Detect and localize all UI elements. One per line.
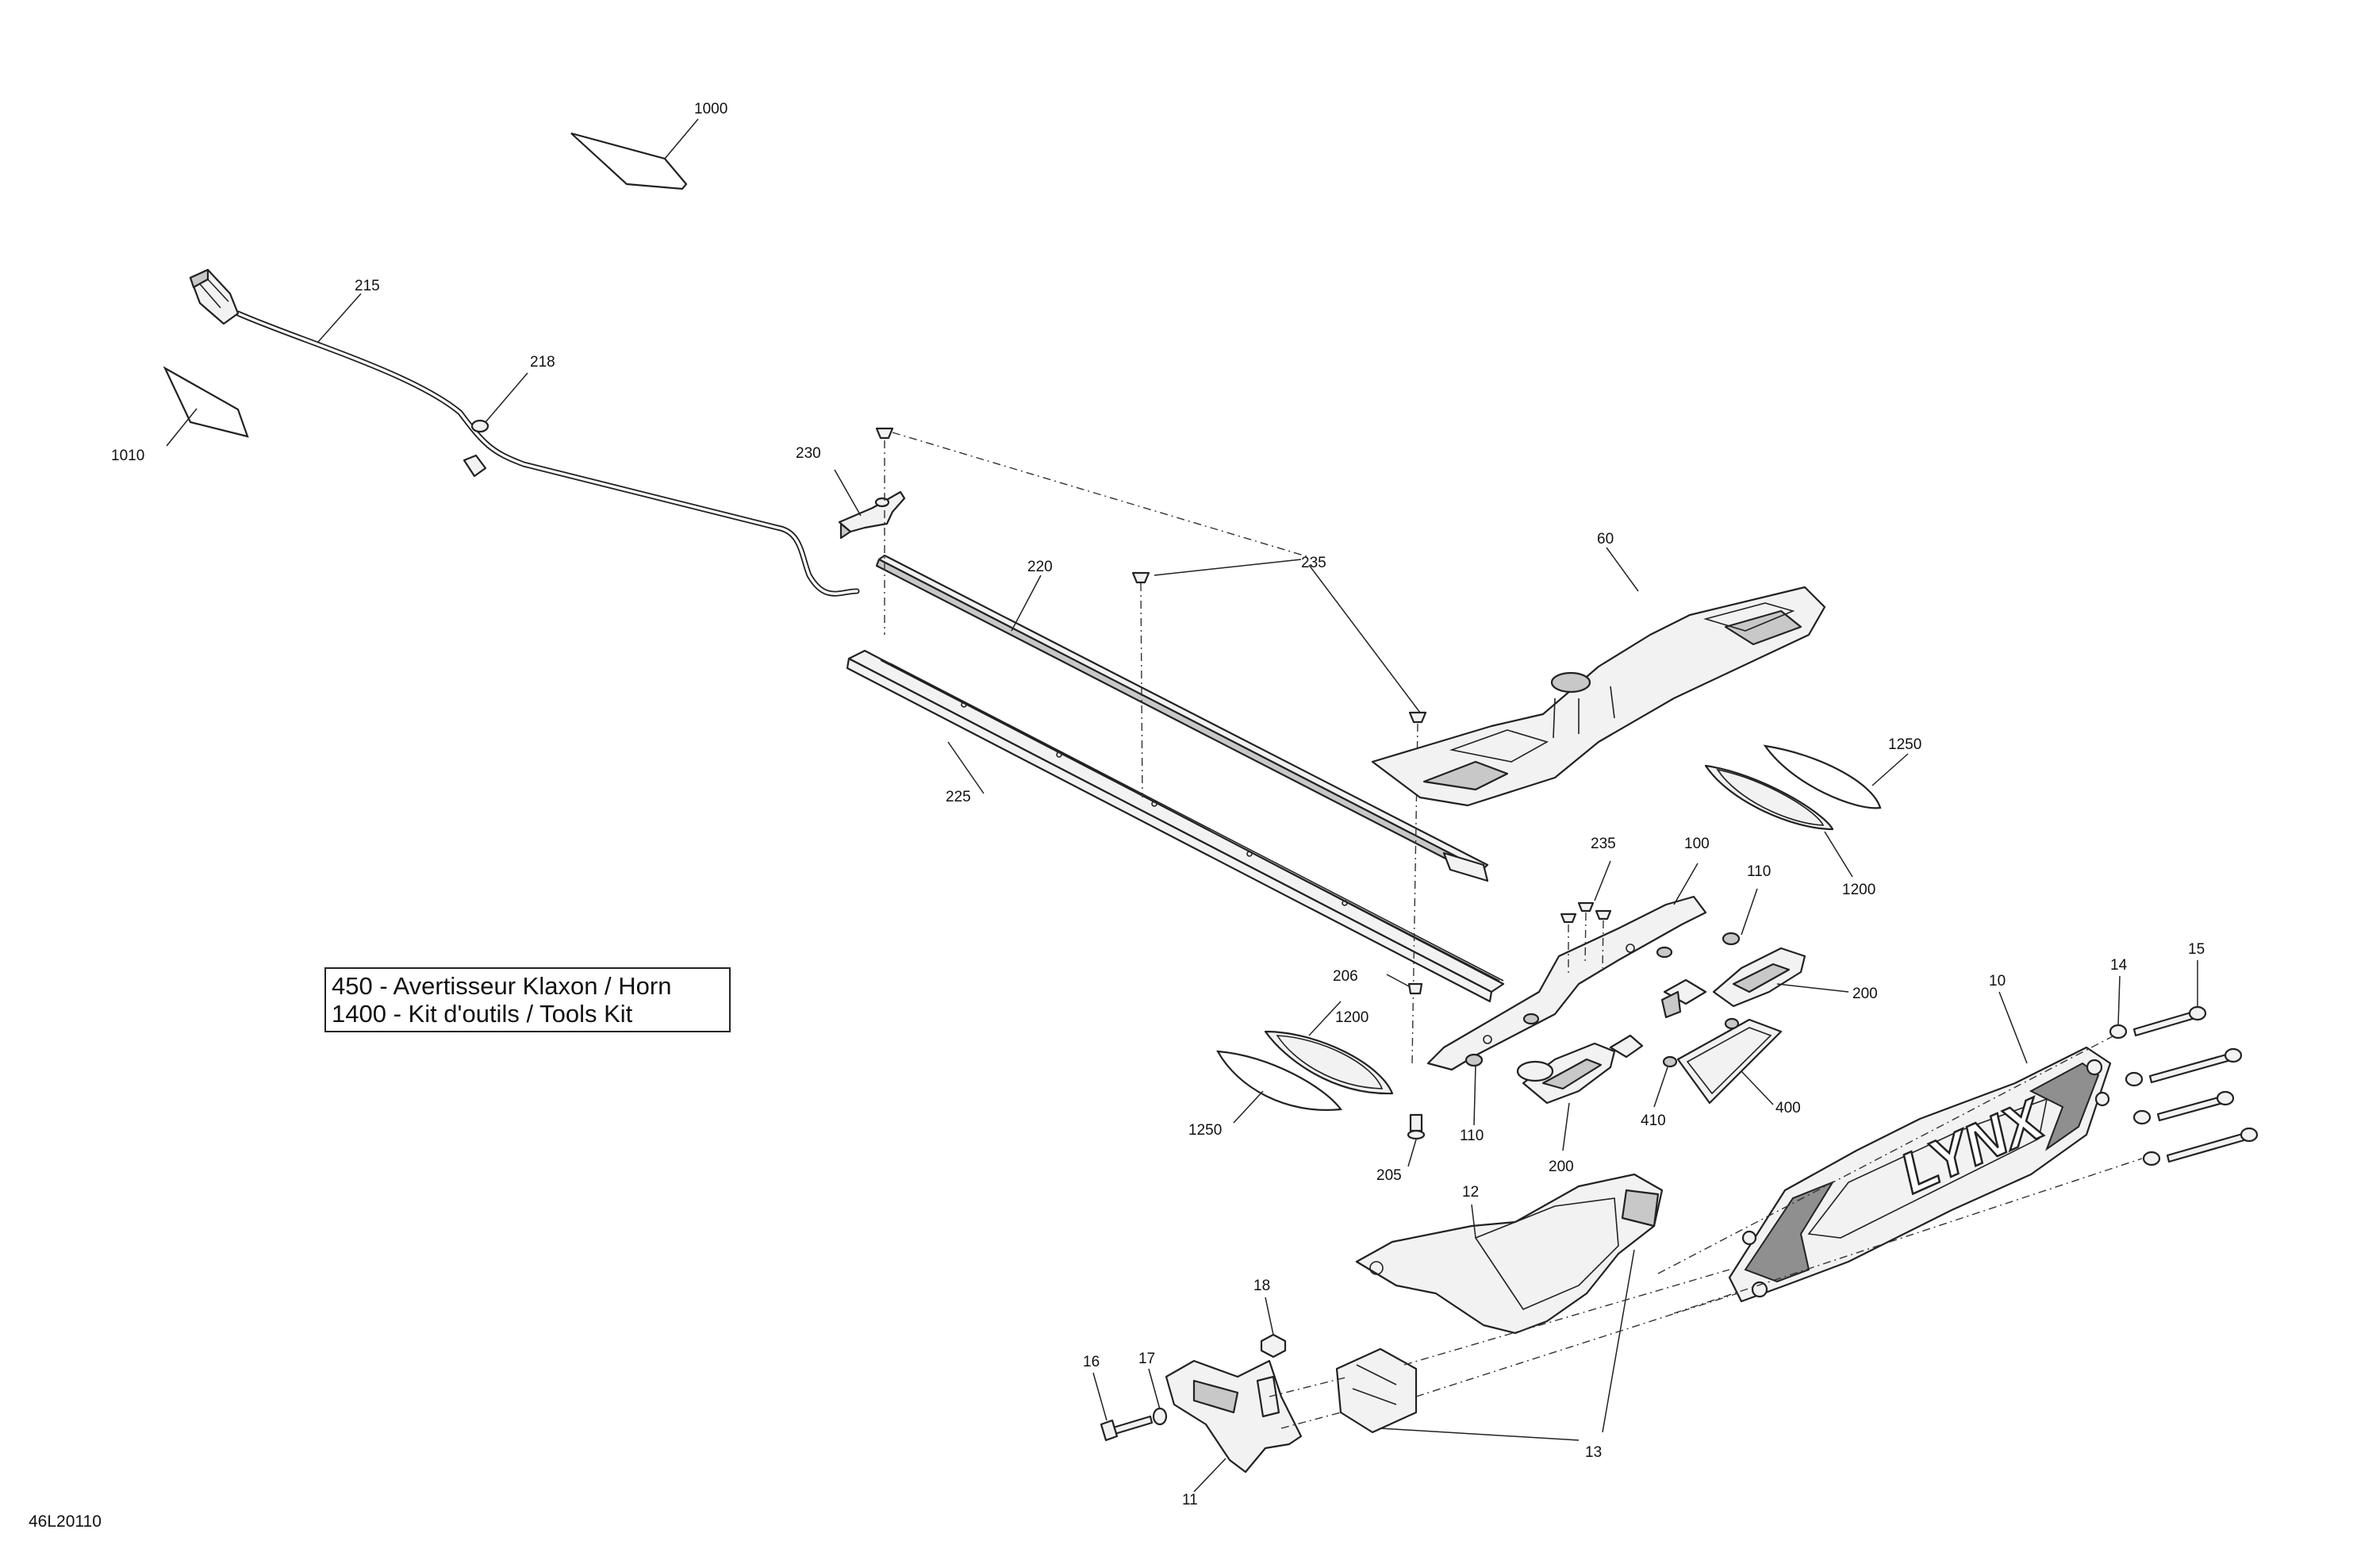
callout-16[interactable]: 16: [1083, 1354, 1100, 1370]
callout-1250-left[interactable]: 1250: [1188, 1122, 1222, 1139]
bolt-205[interactable]: [1407, 1113, 1426, 1167]
clip-218[interactable]: [463, 372, 528, 478]
decal-1000[interactable]: [570, 118, 699, 190]
callout-17[interactable]: 17: [1138, 1351, 1155, 1367]
callout-400[interactable]: 400: [1775, 1100, 1801, 1116]
gasket-1200-right[interactable]: [1704, 764, 1853, 878]
harness-connector-icon: [189, 268, 240, 325]
callout-218[interactable]: 218: [530, 354, 555, 371]
legend-line-tools-kit: 1400 - Kit d'outils / Tools Kit: [332, 1000, 633, 1028]
callout-110-left[interactable]: 110: [1460, 1128, 1484, 1144]
legend-box: 450 - Avertisseur Klaxon / Horn 1400 - K…: [324, 967, 731, 1032]
grommet-410[interactable]: [1653, 1017, 1740, 1108]
spacer-13[interactable]: [1335, 1249, 1738, 1441]
callout-206[interactable]: 206: [1333, 968, 1358, 985]
callout-15[interactable]: 15: [2188, 941, 2205, 958]
lens-1250-left[interactable]: [1216, 1050, 1343, 1124]
callout-11[interactable]: 11: [1182, 1492, 1198, 1508]
callout-410[interactable]: 410: [1641, 1113, 1666, 1129]
side-cover-10[interactable]: LYNX: [1728, 991, 2112, 1303]
callout-1010[interactable]: 1010: [111, 448, 144, 464]
callout-205[interactable]: 205: [1376, 1167, 1402, 1184]
nut-206[interactable]: [1386, 974, 1423, 995]
decal-1010[interactable]: [163, 366, 249, 447]
mount-11[interactable]: [1165, 1359, 1349, 1493]
washer-17[interactable]: [1148, 1368, 1168, 1426]
callout-1000[interactable]: 1000: [694, 101, 727, 117]
washer-14[interactable]: [2109, 975, 2161, 1166]
callout-235-lower[interactable]: 235: [1591, 836, 1616, 852]
callout-235-upper[interactable]: 235: [1301, 555, 1326, 571]
callout-220[interactable]: 220: [1027, 559, 1053, 575]
callout-230[interactable]: 230: [796, 445, 821, 462]
gasket-1200-left[interactable]: [1264, 1001, 1394, 1095]
callout-1250-right[interactable]: 1250: [1888, 736, 1921, 753]
callout-1200-right[interactable]: 1200: [1842, 882, 1875, 898]
callout-13[interactable]: 13: [1585, 1444, 1602, 1461]
reflector-400[interactable]: [1676, 1018, 1783, 1105]
legend-line-horn: 450 - Avertisseur Klaxon / Horn: [332, 972, 671, 1000]
callout-14[interactable]: 14: [2110, 957, 2128, 974]
callout-18[interactable]: 18: [1253, 1278, 1270, 1294]
diagram-code: 46L20110: [29, 1512, 102, 1531]
bracket-230[interactable]: [834, 469, 906, 540]
wiring-harness-215[interactable]: [189, 268, 860, 597]
grommet-110[interactable]: [1464, 888, 1758, 1126]
callout-100[interactable]: 100: [1684, 836, 1710, 852]
lens-1250-right[interactable]: [1763, 744, 1909, 809]
callout-10[interactable]: 10: [1989, 973, 2006, 990]
bolt-16[interactable]: [1092, 1372, 1154, 1442]
heat-shield-12[interactable]: [1355, 1173, 1664, 1335]
callout-225[interactable]: 225: [946, 789, 971, 805]
rail-220[interactable]: [875, 554, 1489, 882]
bolt-15[interactable]: [1657, 960, 2259, 1314]
callout-12[interactable]: 12: [1462, 1184, 1479, 1201]
rail-225[interactable]: [846, 649, 1505, 1003]
lamp-200-right[interactable]: [1660, 947, 1849, 1019]
callout-200-left[interactable]: 200: [1549, 1159, 1574, 1175]
light-housing-60[interactable]: [1371, 547, 1826, 807]
callout-200-right[interactable]: 200: [1852, 986, 1878, 1002]
lamp-200-left[interactable]: [1516, 1034, 1644, 1151]
nut-18[interactable]: [1260, 1297, 1287, 1358]
bracket-100[interactable]: [1426, 863, 1707, 1071]
screw-235-lower[interactable]: [1560, 860, 1612, 976]
callout-1200-left[interactable]: 1200: [1335, 1009, 1368, 1026]
callout-215[interactable]: 215: [355, 278, 380, 294]
callout-110-right[interactable]: 110: [1747, 863, 1771, 880]
callout-60[interactable]: 60: [1597, 531, 1614, 548]
